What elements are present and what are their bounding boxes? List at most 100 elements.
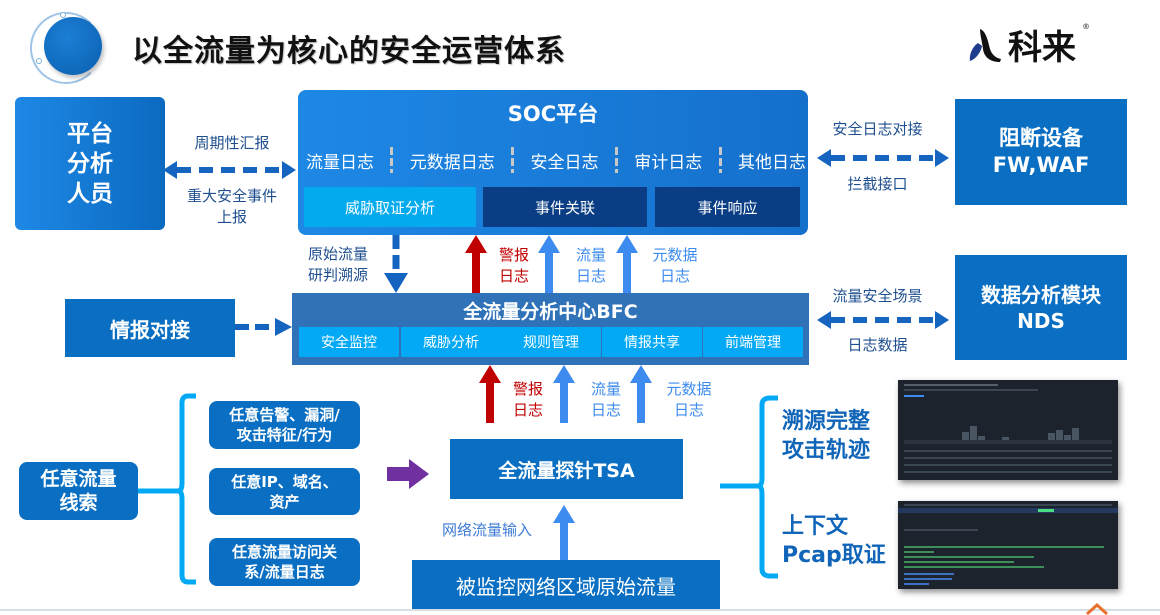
divider [718, 147, 722, 173]
bfc-module-threat-analysis[interactable]: 威胁分析 [401, 327, 501, 357]
alert-log-label: 警报 日志 [492, 245, 536, 287]
soc-function-event-correlation[interactable]: 事件关联 [483, 187, 647, 227]
log-type: 其他日志 [738, 152, 806, 173]
label-line: 线索 [59, 492, 98, 514]
traffic-clue-root[interactable]: 任意流量 线索 [19, 462, 138, 520]
analyst-box[interactable]: 平台 分析 人员 [15, 97, 165, 230]
analyst-soc-double-arrow [163, 161, 296, 179]
label-line: 溯源完整 [782, 409, 871, 434]
bfc-nds-double-arrow [817, 311, 949, 329]
log-type: 审计日志 [634, 152, 703, 173]
decor-bar [904, 384, 998, 386]
label-line: 警报 [498, 246, 529, 264]
decor-bar [904, 457, 1112, 459]
label-line: 警报 [512, 380, 543, 398]
bfc-title: 全流量分析中心BFC [463, 301, 638, 323]
blocking-device-box[interactable]: 阻断设备 FW,WAF [955, 99, 1127, 205]
label-line: 攻击轨迹 [782, 438, 871, 463]
analyst-label-line: 分析 [67, 150, 113, 177]
clues-to-tsa-arrow [387, 459, 429, 489]
label-line: 日志 [590, 401, 621, 419]
decoration-dot [36, 58, 42, 64]
label-line: 任意流量 [40, 468, 117, 490]
tsa-alert-log-label: 警报 日志 [506, 379, 550, 421]
brand-name: 科来 [1008, 28, 1076, 68]
histogram-bar [1002, 437, 1009, 440]
monitored-network-traffic-box[interactable]: 被监控网络区域原始流量 [412, 560, 720, 611]
label-line: 原始流量 [307, 245, 368, 263]
histogram-bar [1056, 430, 1063, 440]
attack-trace-screenshot [898, 380, 1118, 480]
decor-line [904, 546, 1104, 548]
clue-item-ip-domain[interactable]: 任意IP、域名、 资产 [209, 468, 360, 515]
analyst-label-line: 平台 [67, 120, 113, 147]
registered-mark: ® [1082, 22, 1090, 31]
bfc-module-intel-sharing[interactable]: 情报共享 [602, 327, 702, 357]
soc-blocking-double-arrow [817, 149, 949, 167]
tsa-probe-box[interactable]: 全流量探针TSA [450, 439, 683, 499]
bfc-module-security-monitoring[interactable]: 安全监控 [299, 327, 399, 357]
bfc-module-rule-management[interactable]: 规则管理 [501, 327, 601, 357]
decor-bar [904, 471, 1112, 473]
soc-function-threat-forensics[interactable]: 威胁取证分析 [304, 187, 476, 227]
decor-selected-row [898, 508, 1118, 513]
pcap-forensics-screenshot [898, 501, 1118, 589]
decor-bar [904, 464, 1112, 466]
histogram-bar [1072, 428, 1079, 440]
metadata-log-up-arrow [616, 235, 638, 293]
analyst-label-line: 人员 [67, 180, 113, 207]
raw-traffic-label: 原始流量 研判溯源 [298, 244, 378, 286]
label-line: 任意流量访问关 [231, 543, 337, 561]
label-line: 流量 [575, 246, 606, 264]
blocking-link-top-label: 安全日志对接 [832, 120, 923, 138]
bfc-module-frontend-management[interactable]: 前端管理 [703, 327, 803, 357]
label-line: 流量 [590, 380, 621, 398]
tsa-alert-log-up-arrow [479, 365, 501, 423]
decor-bar [904, 504, 1112, 506]
label-line: 数据分析模块 [981, 282, 1101, 307]
clue-item-alerts[interactable]: 任意告警、漏洞/ 攻击特征/行为 [209, 401, 360, 449]
decor-status [1038, 509, 1054, 512]
decor-bar [904, 529, 978, 531]
label-line: 上下文 [782, 514, 849, 539]
label-line: FW,WAF [992, 153, 1090, 177]
clue-item-flow-relation[interactable]: 任意流量访问关 系/流量日志 [209, 538, 360, 586]
log-type: 流量日志 [306, 152, 374, 173]
alert-log-up-arrow [465, 235, 487, 293]
outcome-pcap-label: 上下文 Pcap取证 [782, 512, 886, 570]
intel-to-bfc-arrow [235, 318, 292, 336]
intel-integration-box[interactable]: 情报对接 [65, 299, 235, 357]
label-line: 上报 [216, 208, 247, 226]
label-line: 重大安全事件 [186, 187, 277, 205]
decor-bar [904, 440, 1112, 444]
title-decoration-circle [44, 17, 102, 75]
histogram-bar [1048, 433, 1055, 440]
tsa-flow-log-up-arrow [553, 365, 575, 423]
flow-log-up-arrow [538, 235, 560, 293]
nds-module-box[interactable]: 数据分析模块 NDS [955, 255, 1127, 360]
clue-bracket [138, 393, 196, 585]
log-type: 安全日志 [530, 152, 599, 173]
tsa-metadata-log-label: 元数据 日志 [659, 379, 719, 421]
histogram-bar [970, 426, 977, 440]
network-input-up-arrow [553, 505, 575, 561]
metadata-log-label: 元数据 日志 [645, 245, 705, 287]
soc-function-event-response[interactable]: 事件响应 [655, 187, 800, 227]
flow-log-label: 流量 日志 [569, 245, 613, 287]
label-line: NDS [1017, 308, 1065, 333]
decor-line [904, 566, 1044, 568]
decor-tab [904, 395, 924, 397]
title-decoration-ring [30, 12, 102, 84]
scroll-up-icon[interactable] [1085, 602, 1109, 615]
label-line: 系/流量日志 [244, 563, 325, 581]
label-line: 元数据 [666, 380, 712, 398]
page-title: 以全流量为核心的安全运营体系 [132, 34, 566, 69]
label-line: 阻断设备 [999, 126, 1083, 150]
nds-link-top-label: 流量安全场景 [832, 287, 923, 305]
blocking-link-bottom-label: 拦截接口 [847, 175, 908, 193]
label-line: 攻击特征/行为 [236, 426, 333, 444]
decoration-dot [60, 12, 66, 18]
label-line: 日志 [575, 267, 606, 285]
histogram-bar [978, 436, 985, 440]
decor-line [904, 583, 929, 585]
